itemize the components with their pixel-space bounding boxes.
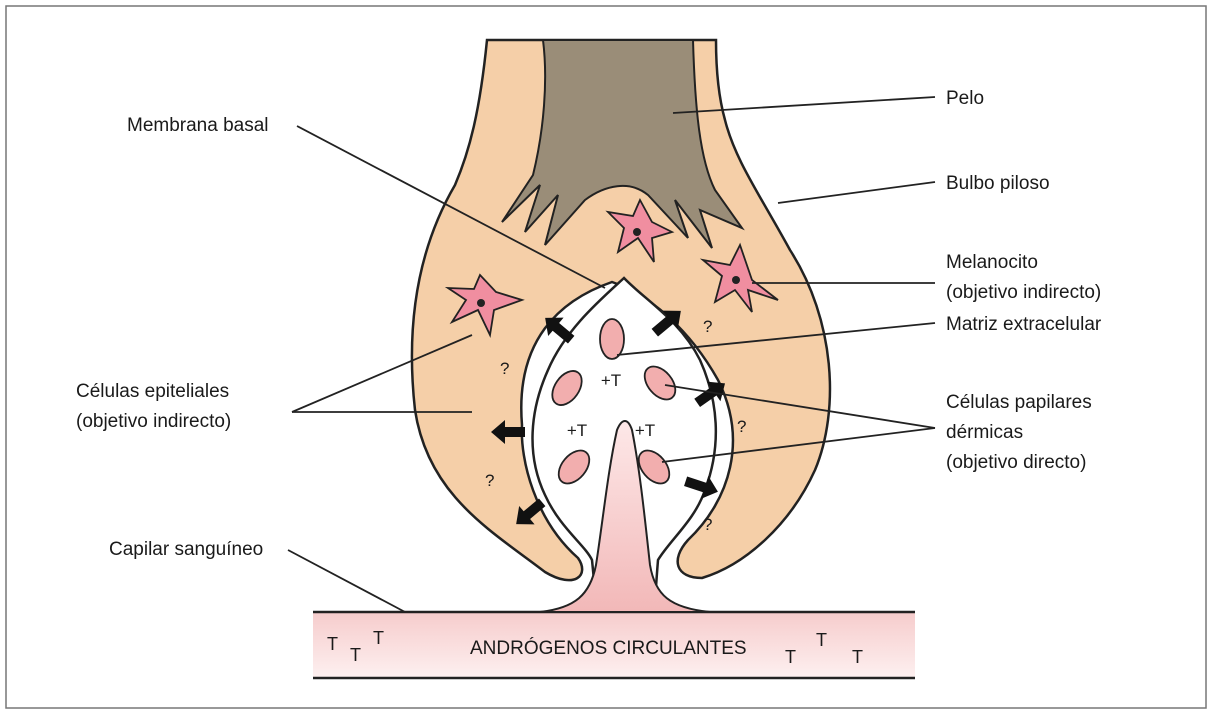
label-bulbo-piloso: Bulbo piloso: [946, 173, 1050, 194]
label-celulas-papilares: Células papilares: [946, 392, 1092, 413]
testosterone-label-top: +T: [601, 371, 621, 390]
question-mark: ?: [500, 359, 509, 378]
label-celulas-papilares-2: dérmicas: [946, 422, 1023, 443]
label-androgenos-circulantes: ANDRÓGENOS CIRCULANTES: [470, 637, 747, 659]
label-membrana-basal: Membrana basal: [127, 115, 269, 136]
question-mark: ?: [737, 417, 746, 436]
testosterone-symbol: T: [373, 628, 384, 648]
label-matriz-extracelular: Matriz extracelular: [946, 314, 1102, 335]
testosterone-symbol: T: [327, 634, 338, 654]
label-melanocito-sub: (objetivo indirecto): [946, 282, 1101, 303]
label-pelo: Pelo: [946, 88, 984, 109]
testosterone-symbol: T: [852, 647, 863, 667]
label-capilar-sanguineo: Capilar sanguíneo: [109, 539, 263, 560]
testosterone-symbol: T: [816, 630, 827, 650]
testosterone-symbol: T: [350, 645, 361, 665]
label-celulas-papilares-3: (objetivo directo): [946, 452, 1086, 473]
question-mark: ?: [703, 317, 712, 336]
label-melanocito: Melanocito: [946, 252, 1038, 273]
testosterone-symbol: T: [785, 647, 796, 667]
question-mark: ?: [703, 515, 712, 534]
label-celulas-epiteliales-sub: (objetivo indirecto): [76, 411, 231, 432]
label-celulas-epiteliales: Células epiteliales: [76, 381, 229, 402]
testosterone-label-left: +T: [567, 421, 587, 440]
question-mark: ?: [485, 471, 494, 490]
testosterone-label-right: +T: [635, 421, 655, 440]
